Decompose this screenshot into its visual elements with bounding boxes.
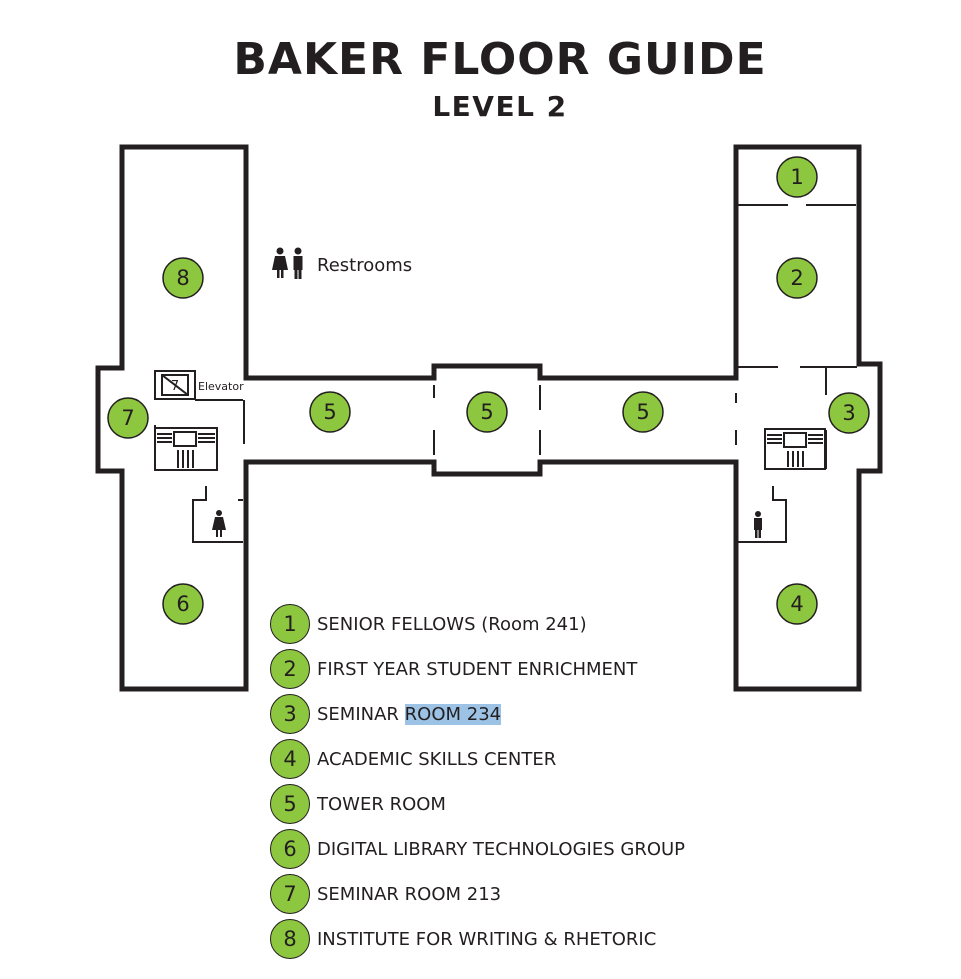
left-stairs <box>154 427 218 471</box>
svg-text:1: 1 <box>790 165 803 189</box>
right-restroom-wall <box>738 486 787 543</box>
left-restroom-wall <box>192 486 243 543</box>
legend-text: FIRST YEAR STUDENT ENRICHMENT <box>317 659 638 680</box>
page-subtitle: LEVEL 2 <box>432 90 568 123</box>
svg-text:6: 6 <box>176 592 189 616</box>
legend-text: INSTITUTE FOR WRITING & RHETORIC <box>317 929 657 950</box>
legend-text: DIGITAL LIBRARY TECHNOLOGIES GROUP <box>317 839 686 860</box>
svg-text:5: 5 <box>636 400 649 424</box>
legend-number: 8 <box>270 919 310 959</box>
elevator-icon-diag <box>161 374 189 396</box>
legend-text: SEMINAR ROOM 234 <box>317 704 502 726</box>
marker-room-4[interactable]: 4 <box>776 583 818 625</box>
legend-text: ACADEMIC SKILLS CENTER <box>317 749 557 770</box>
restrooms-label: Restrooms <box>317 255 412 276</box>
page-title: BAKER FLOOR GUIDE <box>233 34 767 85</box>
elevator-icon <box>161 374 189 396</box>
svg-text:8: 8 <box>176 266 189 290</box>
elevator-number: 7 <box>171 379 179 394</box>
legend-text: TOWER ROOM <box>317 794 446 815</box>
legend-text: SEMINAR ROOM 213 <box>317 884 502 905</box>
svg-text:4: 4 <box>790 592 803 616</box>
elevator-label: Elevator <box>198 380 244 393</box>
legend-number: 3 <box>270 694 310 734</box>
legend-text: SENIOR FELLOWS (Room 241) <box>317 614 587 635</box>
marker-room-5-west[interactable]: 5 <box>309 391 351 433</box>
marker-room-8[interactable]: 8 <box>162 257 204 299</box>
svg-text:5: 5 <box>480 400 493 424</box>
marker-room-1[interactable]: 1 <box>776 156 818 198</box>
legend-number: 6 <box>270 829 310 869</box>
right-stairs <box>764 428 826 470</box>
legend-text-highlight: ROOM 234 <box>404 704 502 725</box>
marker-room-5-tower[interactable]: 5 <box>466 391 508 433</box>
left-wing-wall <box>95 144 883 692</box>
marker-room-6[interactable]: 6 <box>162 583 204 625</box>
svg-text:5: 5 <box>323 400 336 424</box>
legend-number: 1 <box>270 604 310 644</box>
svg-text:2: 2 <box>790 266 803 290</box>
marker-room-5-east[interactable]: 5 <box>622 391 664 433</box>
marker-room-7[interactable]: 7 <box>107 397 149 439</box>
restrooms-icon <box>272 247 303 279</box>
women-restroom-icon <box>212 510 226 537</box>
legend-number: 7 <box>270 874 310 914</box>
svg-text:7: 7 <box>121 406 134 430</box>
men-restroom-icon <box>754 511 762 538</box>
legend-number: 4 <box>270 739 310 779</box>
svg-text:3: 3 <box>842 401 855 425</box>
legend-number: 5 <box>270 784 310 824</box>
legend-number: 2 <box>270 649 310 689</box>
marker-room-3[interactable]: 3 <box>828 392 870 434</box>
legend-text-plain: SEMINAR <box>317 704 405 725</box>
marker-room-2[interactable]: 2 <box>776 257 818 299</box>
